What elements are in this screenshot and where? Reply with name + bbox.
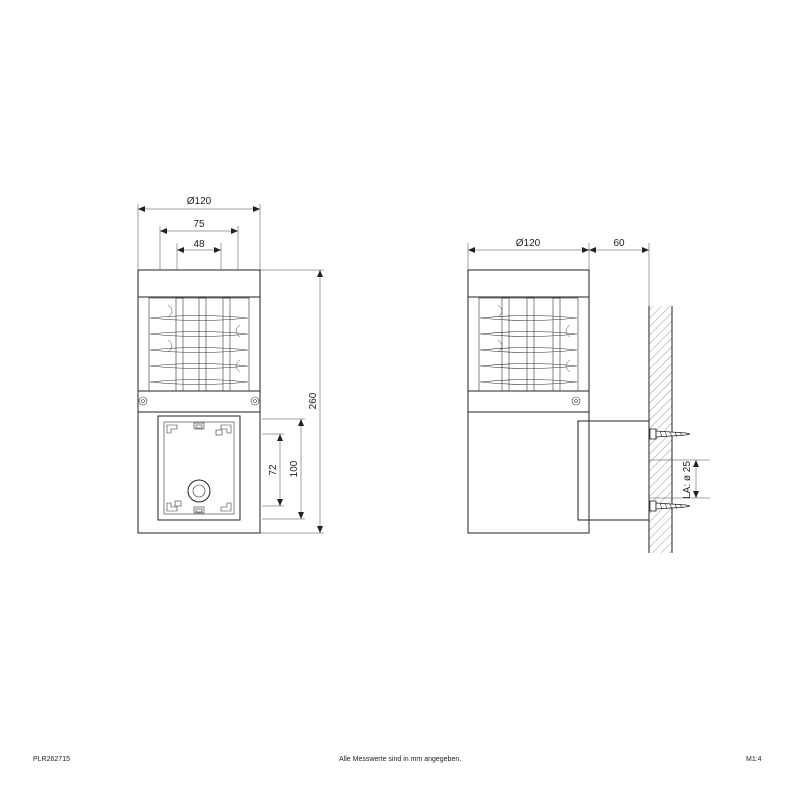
front-dim-diameter-label: Ø120	[187, 196, 212, 207]
front-cable-entry-icon	[187, 479, 211, 503]
front-side-dimensions	[260, 269, 324, 534]
front-dim-100-label: 100	[289, 460, 300, 477]
measurement-note: Alle Messwerte sind in mm angegeben.	[339, 756, 462, 763]
front-lamellas	[149, 315, 249, 385]
side-dimensions	[467, 243, 710, 499]
front-view: Ø120 75 48 260 100 72	[137, 196, 324, 534]
side-dim-la-label: LA: ø 25	[682, 461, 693, 499]
side-lamp-body	[467, 296, 590, 534]
front-mounting-plate	[157, 415, 241, 521]
side-view: Ø120 60 LA: ø 25	[467, 238, 710, 553]
side-dim-60-label: 60	[613, 238, 625, 249]
front-dim-72-label: 72	[268, 464, 279, 476]
front-vertical-bars	[175, 297, 231, 392]
front-lamp-body	[137, 296, 261, 534]
side-screw-icon	[571, 396, 581, 406]
side-lamellas	[479, 315, 578, 385]
front-glass-reflections	[167, 304, 241, 373]
front-screw-left-icon	[138, 396, 148, 406]
side-dim-diameter-label: Ø120	[516, 238, 541, 249]
wall-section	[649, 306, 672, 553]
scale-label: M1:4	[746, 756, 762, 763]
front-top-dimensions	[137, 204, 261, 270]
article-number: PLR262715	[33, 756, 70, 763]
side-lamp-cap	[467, 269, 590, 298]
wall-screw-top-icon	[649, 428, 691, 440]
front-lamp-cap	[137, 269, 261, 298]
front-dim-75-label: 75	[193, 219, 205, 230]
front-dim-260-label: 260	[308, 392, 319, 409]
side-vertical-bars	[501, 297, 561, 392]
front-dim-48-label: 48	[193, 239, 205, 250]
wall-screw-bottom-icon	[649, 500, 691, 512]
front-screw-right-icon	[250, 396, 260, 406]
